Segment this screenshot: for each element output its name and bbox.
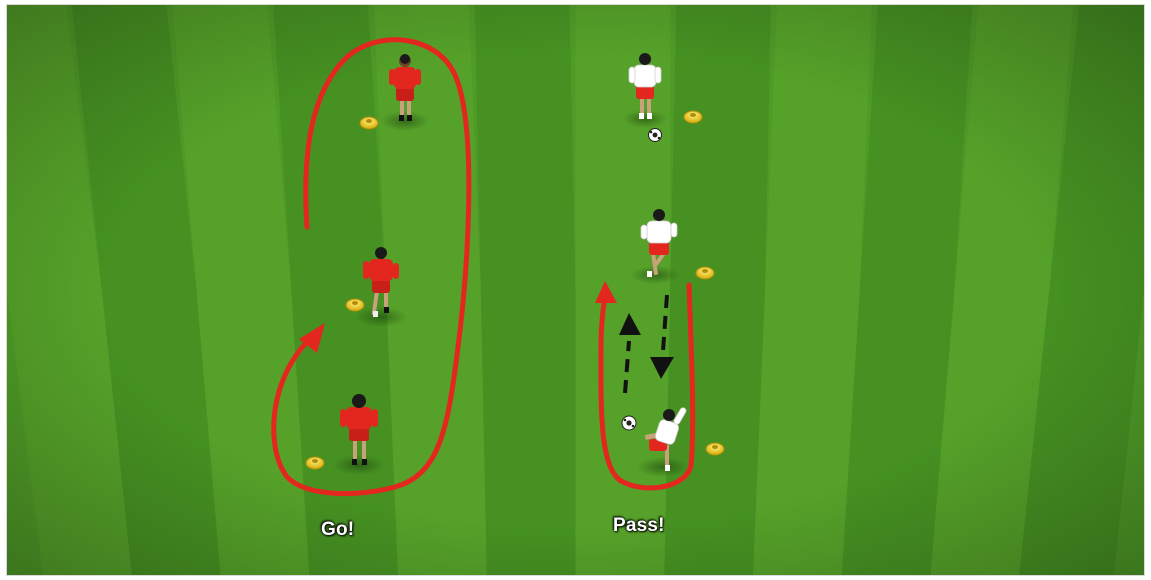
soccer-ball [622,416,636,430]
pass-label: Pass! [613,515,665,537]
cone [306,457,324,469]
cone [360,117,378,129]
soccer-ball [649,129,662,142]
cone [706,443,724,455]
training-pitch: Go! Pass! [6,4,1145,576]
go-label: Go! [321,519,354,541]
cone [684,111,702,123]
drill-diagram [7,5,1144,575]
cone [346,299,364,311]
cone [696,267,714,279]
